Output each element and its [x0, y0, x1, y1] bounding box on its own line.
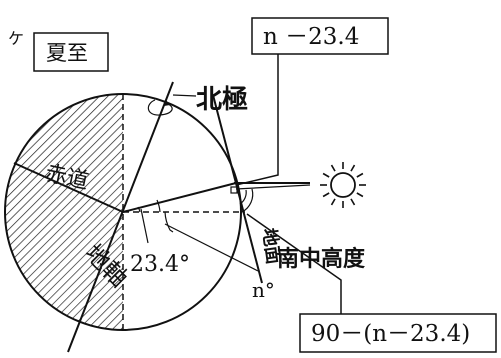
top-formula-leader — [235, 54, 279, 186]
ground-label: 地面 — [258, 227, 285, 266]
angle-markers — [137, 186, 254, 233]
leader-north-pole — [172, 94, 197, 97]
north-pole-label: 北極 — [196, 85, 248, 115]
sun-ray — [350, 164, 356, 172]
observer-line — [122, 182, 237, 213]
earth-axis-line — [67, 81, 174, 353]
latitude-label: n° — [252, 278, 275, 302]
sun-ray — [322, 192, 330, 198]
season-label: 夏至 — [46, 41, 88, 65]
sun-ray-mid — [235, 184, 311, 190]
sun-ray — [330, 164, 336, 172]
sun-ray — [330, 198, 336, 206]
top-formula-box — [251, 17, 389, 55]
sun-ray — [356, 172, 364, 178]
season-box — [33, 32, 109, 72]
rotation-arrow-icon — [147, 99, 173, 116]
leader-latitude — [164, 223, 259, 272]
bottom-formula-box — [299, 313, 497, 353]
leader-tilt-angle — [140, 208, 149, 244]
sun-disc — [330, 172, 356, 198]
top-formula-text: n －23.4 — [263, 24, 359, 50]
south-culmination-label: 南中高度 — [277, 246, 366, 272]
sun-ray — [322, 172, 330, 178]
sun-ray — [356, 192, 364, 198]
sun-ray — [350, 198, 356, 206]
bottom-formula-text: 90－(n－23.4) — [311, 321, 470, 347]
equator-line — [13, 162, 124, 213]
bottom-formula-leader — [246, 213, 342, 314]
earth-night-side — [5, 94, 123, 330]
earth — [4, 93, 242, 331]
tilt-angle-label: 23.4° — [130, 252, 190, 277]
sun-icon — [320, 162, 366, 208]
question-marker: ケ — [8, 29, 24, 48]
